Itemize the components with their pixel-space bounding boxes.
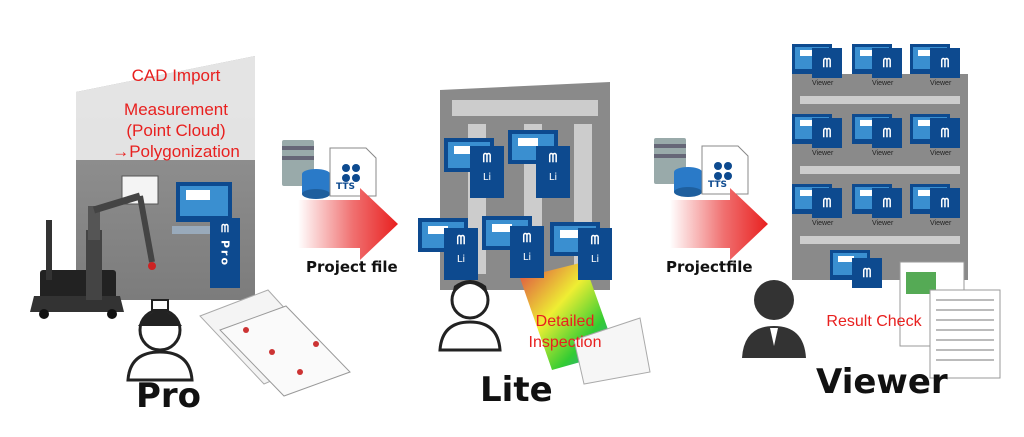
viewer-user-avatar-icon (742, 280, 806, 358)
projectfile-label: Projectfile (666, 258, 753, 276)
lite-badge-text: Li (590, 254, 600, 265)
logo-mark-icon: ᗰ (882, 196, 892, 210)
pro-label: Pro (136, 376, 202, 416)
arrow-right-icon-2 (670, 188, 768, 260)
lite-logo-badge: ᗰ Li (510, 226, 544, 278)
lite-logo-badge: ᗰ Li (444, 228, 478, 280)
lite-note-inspection: Inspection (528, 334, 602, 351)
tts-file-icon (329, 147, 377, 197)
logo-mark-icon: ᗰ (456, 233, 466, 247)
viewer-tile: ᗰ (852, 258, 882, 288)
viewer-tile: ᗰ (812, 118, 842, 148)
pro-note-cad-import: CAD Import (131, 66, 221, 85)
logo-mark-icon: ᗰ (862, 266, 872, 280)
logo-mark-icon: ᗰ (590, 233, 600, 247)
measuring-arm-icon (30, 192, 156, 319)
project-file-label: Project file (306, 258, 398, 276)
pro-monitor-icon (172, 182, 236, 234)
tts-file-label: TTS (336, 182, 355, 192)
viewer-tile: ᗰ (812, 188, 842, 218)
pro-section (30, 56, 351, 397)
logo-mark-icon: ᗰ (882, 56, 892, 70)
logo-mark-icon: ᗰ (940, 196, 950, 210)
scan-sheets-image (199, 289, 351, 397)
database-server-icon-2 (654, 138, 702, 197)
viewer-note-result-check: Result Check (826, 313, 922, 330)
lite-badge-text: Li (548, 172, 558, 183)
logo-mark-icon: ᗰ (940, 56, 950, 70)
lite-badge-text: Li (482, 172, 492, 183)
viewer-monitor-caption: Viewer (812, 80, 834, 87)
logo-mark-icon: ᗰ (822, 196, 832, 210)
viewer-tile: ᗰ (872, 188, 902, 218)
viewer-monitor-caption: Viewer (930, 80, 952, 87)
worker-avatar-icon (126, 299, 194, 382)
viewer-tile: ᗰ (930, 48, 960, 78)
lite-logo-badge: ᗰ Li (536, 146, 570, 198)
result-report-image (899, 261, 1001, 379)
viewer-monitor-caption: Viewer (812, 220, 834, 227)
project-file-transfer-2 (654, 138, 768, 260)
tts-file-label: TTS (708, 180, 727, 190)
lite-logo-badge: ᗰ Li (470, 146, 504, 198)
viewer-tile: ᗰ (930, 188, 960, 218)
lite-user-avatar-icon (438, 280, 502, 352)
pro-note-polygonization: →Polygonization (112, 142, 240, 161)
logo-mark-icon: ᗰ (882, 126, 892, 140)
viewer-gray-frame (792, 74, 968, 280)
viewer-monitor-caption: Viewer (930, 150, 952, 157)
viewer-monitor-caption: Viewer (872, 80, 894, 87)
lite-label: Lite (480, 370, 553, 410)
viewer-tile: ᗰ (872, 118, 902, 148)
lite-badge-text: Li (456, 254, 466, 265)
arrow-right-icon (298, 188, 398, 260)
pro-logo-badge: ᗰ Pro (210, 218, 240, 288)
logo-mark-icon: ᗰ (522, 231, 532, 245)
viewer-monitor-caption: Viewer (930, 220, 952, 227)
logo-mark-icon: ᗰ (940, 126, 950, 140)
logo-mark-icon: ᗰ (822, 126, 832, 140)
database-server-icon (282, 140, 330, 199)
project-file-transfer (282, 140, 398, 260)
lite-note-detailed: Detailed (535, 313, 595, 330)
viewer-monitor-caption: Viewer (872, 150, 894, 157)
viewer-tile: ᗰ (872, 48, 902, 78)
tts-file-icon-2 (701, 145, 749, 195)
lite-logo-badge: ᗰ Li (578, 228, 612, 280)
pro-note-point-cloud: (Point Cloud) (126, 121, 226, 140)
lite-badge-text: Li (522, 252, 532, 263)
pro-badge-text: Pro (218, 240, 232, 268)
viewer-label: Viewer (816, 362, 948, 402)
logo-mark-icon: ᗰ (822, 56, 832, 70)
viewer-monitor-caption: Viewer (872, 220, 894, 227)
pro-note-measurement: Measurement (124, 100, 228, 119)
pro-logo-mark-icon: ᗰ (221, 222, 229, 235)
viewer-tile: ᗰ (930, 118, 960, 148)
logo-mark-icon: ᗰ (548, 151, 558, 165)
viewer-tile: ᗰ (812, 48, 842, 78)
viewer-monitor-caption: Viewer (812, 150, 834, 157)
logo-mark-icon: ᗰ (482, 151, 492, 165)
